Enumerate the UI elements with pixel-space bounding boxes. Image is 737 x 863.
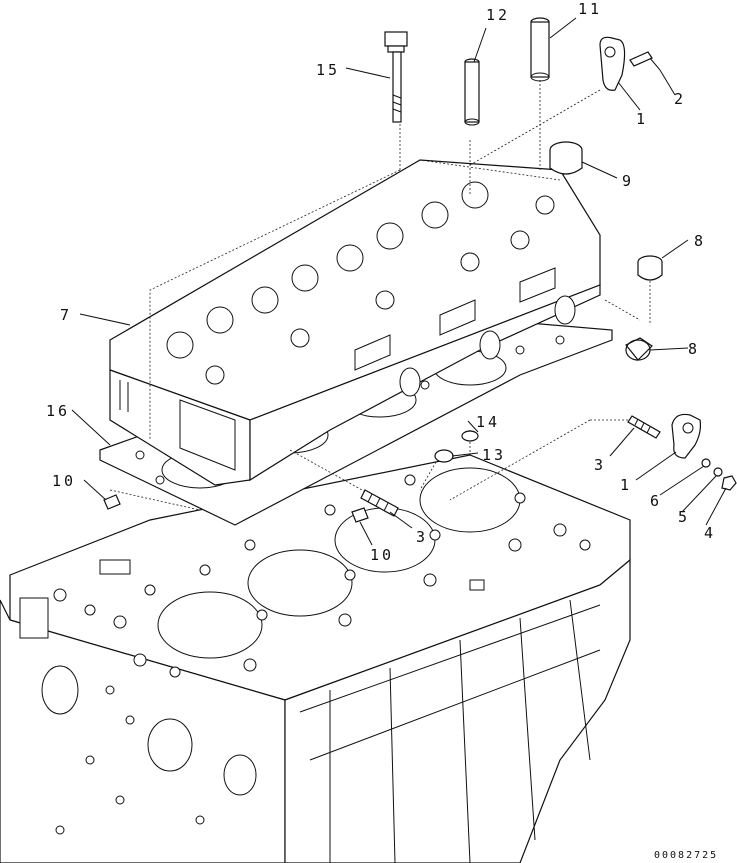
callout-3-center: 3 (416, 528, 428, 546)
callout-5: 5 (678, 508, 690, 526)
callout-3-right: 3 (594, 456, 606, 474)
callout-8-upper: 8 (694, 232, 706, 250)
plug-10-center (351, 507, 369, 523)
callout-14: 14 (476, 413, 500, 431)
callout-15: 15 (316, 61, 340, 79)
cap-9 (549, 141, 583, 175)
callout-8-lower: 8 (688, 340, 700, 358)
callout-10-left: 10 (52, 472, 76, 490)
cap-8-upper (637, 255, 663, 281)
sleeve-12 (464, 58, 480, 126)
callout-4: 4 (704, 524, 716, 542)
head-ports (166, 181, 555, 385)
stud-3-right (627, 415, 661, 439)
callout-7: 7 (60, 306, 72, 324)
cylinder-head (109, 159, 601, 486)
document-number: 00082725 (654, 850, 718, 861)
callout-11: 11 (578, 0, 602, 18)
callout-1-right: 1 (620, 476, 632, 494)
callout-13: 13 (482, 446, 506, 464)
nut-4 (721, 475, 737, 491)
head-bolt (384, 31, 408, 123)
hanger-bracket-top (599, 36, 653, 91)
callout-2: 2 (674, 90, 686, 108)
callout-9: 9 (622, 172, 634, 190)
washer-5 (713, 467, 723, 477)
callout-16: 16 (46, 402, 70, 420)
stud-3-center (360, 489, 399, 517)
assembly-lines (109, 80, 651, 511)
plug-14 (461, 430, 479, 442)
cylinder-block (0, 454, 631, 863)
washer-6 (701, 458, 711, 468)
callout-1-top: 1 (636, 110, 648, 128)
callout-12: 12 (486, 6, 510, 24)
leader-lines (71, 17, 727, 546)
callout-6: 6 (650, 492, 662, 510)
callout-labels: 15 12 11 2 1 9 8 8 7 16 14 13 3 1 6 5 4 … (46, 0, 716, 564)
cap-8-lower (625, 337, 653, 361)
sleeve-11 (530, 17, 550, 82)
hanger-bracket-right (671, 413, 702, 459)
deck-holes (53, 474, 591, 678)
callout-10-center: 10 (370, 546, 394, 564)
plug-10-left (103, 494, 121, 510)
plug-13 (434, 449, 454, 463)
